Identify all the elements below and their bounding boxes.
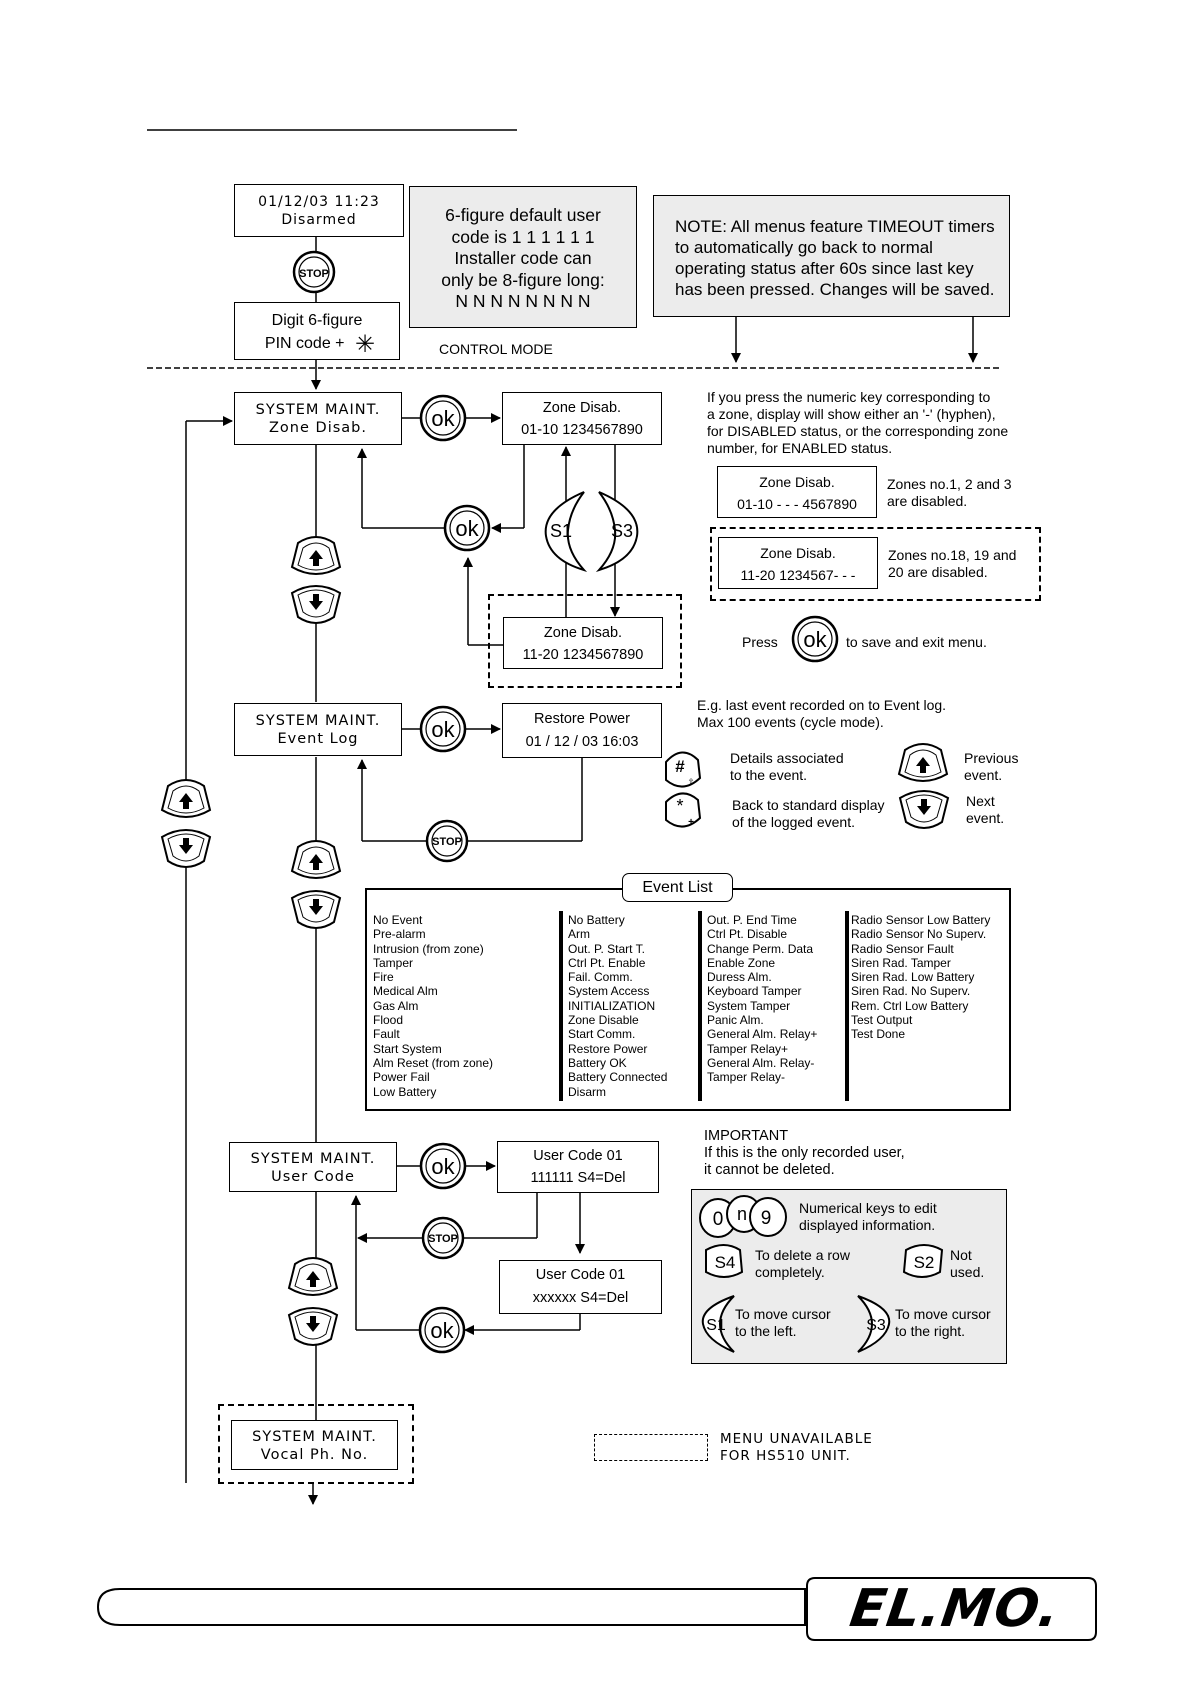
event-list-item: Pre-alarm — [373, 927, 426, 942]
event-list-item: Tamper Relay- — [707, 1070, 786, 1085]
event-list-item: No Battery — [568, 913, 625, 927]
event-list-title: Event List — [622, 873, 733, 902]
event-list-item: Change Perm. Data — [707, 941, 814, 956]
event-list-item: Radio Sensor No Superv. — [851, 927, 987, 942]
user-display-1: User Code 01 111111 S4=Del — [497, 1141, 659, 1193]
event-list-item: Enable Zone — [707, 955, 776, 970]
event-list-item: Power Fail — [373, 1070, 430, 1085]
event-list-item: System Access — [568, 984, 650, 999]
elmo-logo: EL.MO. — [846, 1579, 1064, 1639]
next-text: Next event. — [966, 793, 1005, 826]
back-text: Back to standard display of the logged e… — [732, 797, 885, 830]
idle-display-line2: Disarmed — [281, 212, 357, 228]
event-info-text: E.g. last event recorded on to Event log… — [697, 697, 947, 730]
event-list-item: Medical Alm — [373, 984, 438, 999]
control-mode-label: CONTROL MODE — [439, 341, 553, 357]
event-list-item: Battery OK — [568, 1055, 627, 1070]
event-list-item: Out. P. Start T. — [568, 941, 645, 956]
idle-display: 01/12/03 11:23 Disarmed — [234, 184, 404, 237]
event-list-item: Battery Connected — [568, 1070, 668, 1085]
zone-display-01-10: Zone Disab. 01-10 1234567890 — [502, 392, 662, 445]
menu-user-code[interactable]: SYSTEM MAINT. User Code — [229, 1142, 397, 1192]
event-list-item: Ctrl Pt. Disable — [707, 927, 788, 942]
key-s3-text: To move cursor to the right. — [895, 1306, 991, 1339]
event-list-item: Keyboard Tamper — [707, 984, 802, 999]
pin-box: Digit 6-figure PIN code + ✳ — [234, 302, 400, 360]
event-list-item: Intrusion (from zone) — [373, 941, 484, 956]
event-list-item: Radio Sensor Fault — [851, 941, 954, 956]
col-divider — [845, 911, 849, 1101]
event-list-item: INITIALIZATION — [568, 998, 656, 1013]
event-list-item: Tamper — [373, 955, 414, 970]
zone-example-1: Zone Disab. 01-10 - - - 4567890 — [717, 466, 877, 518]
event-list-item: Gas Alm — [373, 998, 419, 1013]
key-s1-text: To move cursor to the left. — [735, 1306, 831, 1339]
zone-example-2: Zone Disab. 11-20 1234567- - - — [718, 537, 878, 589]
timeout-note: NOTE: All menus feature TIMEOUT timers t… — [653, 195, 1010, 317]
event-list-item: Radio Sensor Low Battery — [851, 913, 991, 927]
event-list-item: General Alm. Relay- — [707, 1055, 815, 1070]
event-list-item: Low Battery — [373, 1084, 437, 1099]
event-list-item: Fire — [373, 970, 394, 985]
event-list-item: General Alm. Relay+ — [707, 1027, 818, 1042]
legend-text: MENU UNAVAILABLE FOR HS510 UNIT. — [720, 1431, 873, 1464]
event-list-item: Tamper Relay+ — [707, 1041, 789, 1056]
event-list-item: Restore Power — [568, 1041, 648, 1056]
event-list-item: Flood — [373, 1013, 404, 1028]
zone-example-2-note: Zones no.18, 19 and 20 are disabled. — [888, 547, 1017, 580]
zone-info-text: If you press the numeric key correspondi… — [707, 389, 1009, 456]
event-list-item: Ctrl Pt. Enable — [568, 955, 646, 970]
important-note: IMPORTANT If this is the only recorded u… — [704, 1128, 905, 1178]
default-code-note: 6-figure default user code is 1 1 1 1 1 … — [409, 186, 637, 328]
event-list-item: Test Done — [851, 1027, 906, 1042]
idle-display-line1: 01/12/03 11:23 — [258, 194, 380, 210]
key-num-text: Numerical keys to edit displayed informa… — [799, 1200, 937, 1233]
event-list-item: Siren Rad. Low Battery — [851, 970, 975, 985]
unavailable-zone-example-frame — [710, 527, 1041, 601]
event-list-box — [365, 888, 1011, 1111]
event-list-item: Alm Reset (from zone) — [373, 1055, 494, 1070]
menu-event-log[interactable]: SYSTEM MAINT. Event Log — [234, 703, 402, 756]
event-list-item: Duress Alm. — [707, 970, 772, 985]
menu-zone-disab[interactable]: SYSTEM MAINT. Zone Disab. — [234, 392, 402, 445]
col-divider — [559, 911, 563, 1101]
unavailable-zone-frame — [488, 594, 682, 688]
event-list-item: Siren Rad. Tamper — [851, 955, 951, 970]
event-list-item: Start System — [373, 1041, 442, 1056]
menu-vocal-ph-no[interactable]: SYSTEM MAINT. Vocal Ph. No. — [231, 1420, 398, 1470]
event-display: Restore Power 01 / 12 / 03 16:03 — [502, 703, 662, 758]
event-list-item: Zone Disable — [568, 1013, 639, 1028]
event-list-item: System Tamper — [707, 998, 791, 1013]
event-list-item: No Event — [373, 913, 423, 927]
event-list-item: Out. P. End Time — [707, 913, 797, 927]
user-display-2: User Code 01 xxxxxx S4=Del — [499, 1260, 662, 1314]
event-list-item: Fault — [373, 1027, 400, 1042]
key-s4-text: To delete a row completely. — [755, 1247, 850, 1280]
details-text: Details associated to the event. — [730, 750, 844, 783]
star-icon: ✳ — [354, 331, 376, 358]
legend-dashed-sample — [594, 1434, 708, 1461]
zone-display-11-20: Zone Disab. 11-20 1234567890 — [503, 617, 663, 669]
event-list-item: Panic Alm. — [707, 1013, 764, 1028]
zone-example-1-note: Zones no.1, 2 and 3 are disabled. — [887, 476, 1012, 509]
col-divider — [698, 911, 702, 1101]
event-list-item: Disarm — [568, 1084, 606, 1099]
event-list-item: Rem. Ctrl Low Battery — [851, 998, 969, 1013]
previous-text: Previous event. — [964, 750, 1019, 783]
event-list-item: Start Comm. — [568, 1027, 636, 1042]
save-exit-label: to save and exit menu. — [846, 634, 987, 650]
press-label: Press — [742, 634, 778, 650]
event-list-item: Test Output — [851, 1013, 913, 1028]
event-list-item: Siren Rad. No Superv. — [851, 984, 971, 999]
event-list-item: Fail. Comm. — [568, 970, 633, 985]
unavailable-vocal-frame — [218, 1404, 414, 1484]
key-s2-text: Not used. — [950, 1247, 985, 1280]
event-list-item: Arm — [568, 927, 590, 942]
